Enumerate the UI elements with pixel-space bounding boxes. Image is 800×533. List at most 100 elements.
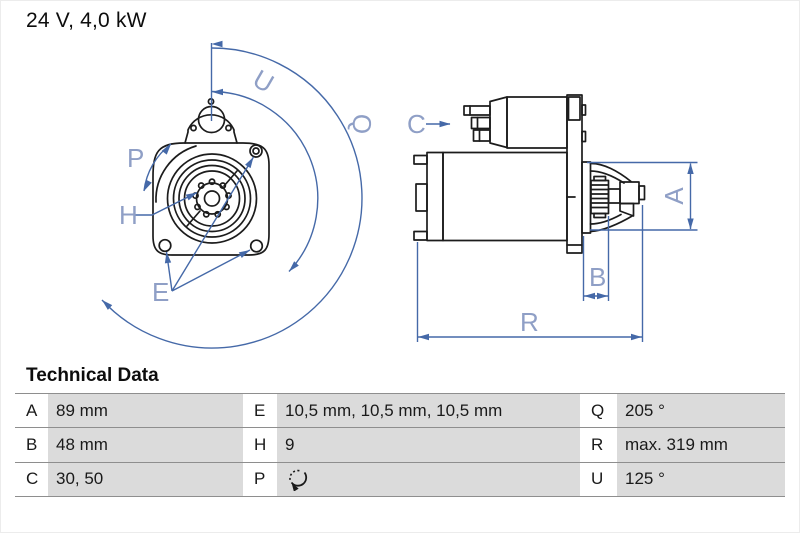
section-mark: [223, 170, 238, 187]
dim-key-h: H: [243, 428, 277, 462]
dim-value-a: 89 mm: [48, 394, 243, 428]
end-cap-tab: [413, 230, 428, 241]
flange-side-lug: [581, 130, 587, 143]
end-cap-boss: [415, 183, 428, 212]
solenoid-terminal: [472, 129, 491, 142]
dim-arrowhead: [212, 88, 223, 96]
dim-value-q: 205 °: [617, 394, 785, 428]
dim-value-r: max. 319 mm: [617, 428, 785, 462]
dimension-annotations: [101, 40, 698, 349]
dim-key-c: C: [15, 462, 48, 497]
dim-arrowhead: [185, 192, 197, 201]
dim-key-u: U: [580, 462, 617, 497]
table-row: C 30, 50 P U 125 °: [15, 462, 785, 498]
dim-arrowhead: [584, 292, 595, 300]
dim-value-u: 125 °: [617, 462, 785, 497]
tab-screw-hole: [190, 124, 197, 132]
pinion-shaft: [607, 188, 621, 204]
dim-arrowhead: [289, 261, 299, 272]
drive-end-cap: [638, 185, 646, 201]
end-cap-tab: [413, 154, 428, 165]
drive-bore-outer-ring: [166, 153, 258, 244]
flange-hole-top-right: [249, 144, 263, 158]
dim-key-p: P: [243, 462, 277, 497]
dim-value-c: 30, 50: [48, 462, 243, 497]
technical-data-heading: Technical Data: [26, 365, 159, 386]
dim-arrowhead: [211, 40, 223, 48]
body-contour-arc: [155, 145, 197, 203]
technical-data-section: Technical Data A 89 mm E 10,5 mm, 10,5 m…: [15, 365, 785, 498]
drive-end-nut: [619, 181, 640, 205]
dim-value-b: 48 mm: [48, 428, 243, 462]
dim-arrowhead: [439, 120, 451, 128]
table-row: A 89 mm E 10,5 mm, 10,5 mm, 10,5 mm Q 20…: [15, 394, 785, 429]
leader-h: [135, 191, 198, 216]
solenoid-body: [506, 96, 568, 149]
front-view: [152, 98, 270, 256]
dim-label-c: C: [407, 109, 426, 139]
flange-hole-bottom-left: [158, 238, 172, 253]
flange-hole-bottom-right: [249, 239, 264, 253]
product-spec-title: 24 V, 4,0 kW: [26, 9, 147, 32]
flange-hole-top-right-inner: [252, 147, 260, 155]
dim-arrowhead: [238, 250, 250, 258]
flange-side-lug: [581, 104, 587, 116]
drive-bore-ring: [172, 159, 252, 238]
drive-end-step: [619, 202, 635, 217]
pinion-cap: [593, 212, 607, 219]
dim-value-p: [277, 462, 580, 497]
shaft-center-hole: [203, 190, 221, 207]
dim-arrowhead: [164, 252, 172, 264]
dim-arrowhead: [161, 144, 171, 155]
dim-key-b: B: [15, 428, 48, 462]
angle-arc-u: [211, 90, 319, 272]
dim-label-q: Q: [346, 113, 378, 136]
dim-arrowhead: [144, 179, 152, 191]
dim-arrowhead: [245, 157, 254, 169]
flange-top-box: [567, 96, 581, 121]
nose-housing-top: [589, 162, 632, 183]
flange-outline: [152, 142, 270, 256]
dim-label-b: B: [589, 262, 606, 292]
drive-bore-ring: [178, 164, 246, 233]
dim-key-a: A: [15, 394, 48, 428]
nose-housing-bottom-inner: [589, 213, 622, 225]
tab-screw-hole: [225, 124, 232, 132]
spline-teeth: [192, 178, 232, 218]
solenoid-cap: [489, 96, 508, 149]
dim-value-h: 9: [277, 428, 580, 462]
end-cap: [426, 151, 444, 242]
dim-label-h: H: [119, 200, 138, 230]
nose-housing-bottom: [589, 214, 634, 233]
leader-e: [171, 249, 251, 292]
table-row: B 48 mm H 9 R max. 319 mm: [15, 428, 785, 463]
technical-drawing: U Q P H E C A B R: [101, 40, 698, 349]
pinion-teeth-stripes: [591, 184, 609, 209]
rotation-direction-icon: [289, 470, 308, 492]
dim-arrowhead: [687, 218, 694, 230]
dim-arrowhead: [418, 333, 429, 341]
dim-label-p: P: [127, 143, 144, 173]
pinion-cap: [593, 175, 607, 182]
angle-arc-q: [101, 47, 363, 349]
dim-label-u: U: [248, 63, 279, 98]
dim-key-q: Q: [580, 394, 617, 428]
leader-e: [171, 156, 255, 292]
motor-body: [442, 151, 568, 242]
dim-arrowhead: [631, 333, 642, 341]
solenoid-terminal: [470, 116, 491, 130]
dim-label-r: R: [520, 307, 539, 337]
dim-arrowhead: [102, 300, 113, 310]
dim-arrowhead: [687, 163, 694, 174]
side-view: [413, 94, 646, 254]
solenoid-terminal: [463, 105, 491, 116]
drive-bearing-plate: [581, 161, 592, 234]
dim-value-e: 10,5 mm, 10,5 mm, 10,5 mm: [277, 394, 580, 428]
dim-key-r: R: [580, 428, 617, 462]
dim-label-a: A: [659, 187, 689, 205]
dim-arrowhead: [597, 292, 608, 300]
technical-data-table: A 89 mm E 10,5 mm, 10,5 mm, 10,5 mm Q 20…: [15, 393, 785, 498]
section-mark: [186, 210, 201, 227]
dim-label-e: E: [152, 277, 169, 307]
